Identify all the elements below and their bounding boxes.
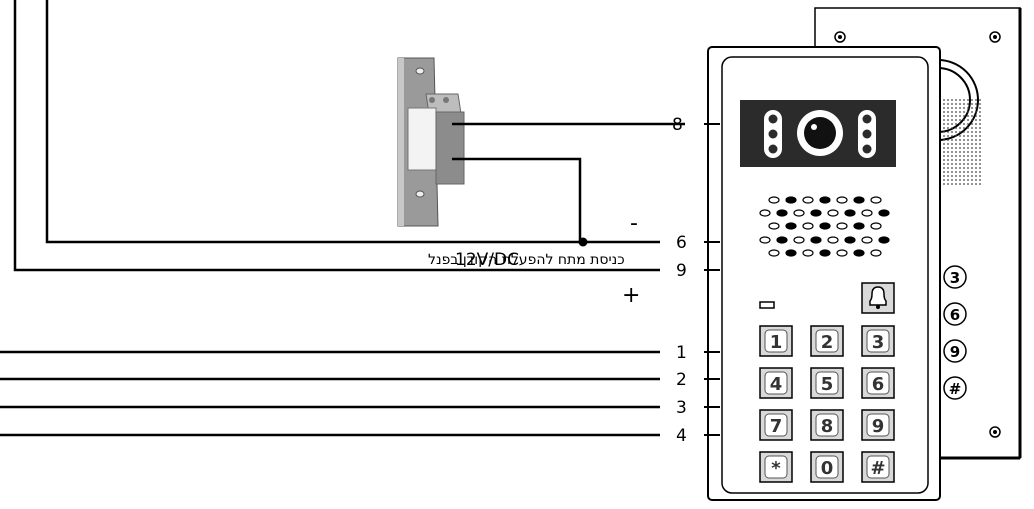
circled-key-label: 6 [950, 306, 960, 324]
keypad-key-label: # [870, 458, 885, 479]
terminal-label-6: 6 [676, 233, 687, 253]
bell-icon [869, 286, 887, 309]
circled-key-label: 9 [950, 343, 960, 361]
keypad-key-label: 9 [872, 416, 885, 437]
keypad-key: 1 [759, 325, 793, 357]
keypad-key-label: * [771, 458, 781, 479]
terminal-label-1: 1 [676, 343, 687, 363]
back-panel-screw-icon [834, 31, 1001, 438]
keypad-key: 0 [810, 451, 844, 483]
keypad-key-label: 1 [770, 332, 783, 353]
camera-lens-icon [797, 110, 843, 156]
bell-button [861, 282, 895, 314]
keypad-key: # [861, 451, 895, 483]
keypad-key-label: 7 [770, 416, 783, 437]
keypad-key-label: 8 [821, 416, 834, 437]
circled-key-label: # [949, 380, 962, 398]
wires [0, 0, 685, 437]
wire-junction-dot [578, 237, 588, 247]
back-panel-circled-keys: 3 6 9 # [943, 265, 967, 400]
keypad-key-label: 3 [872, 332, 885, 353]
microphone-holes-icon [759, 196, 890, 257]
keypad-key-label: 5 [821, 374, 834, 395]
wire-strike-to-6 [452, 157, 582, 242]
keypad-key: 2 [810, 325, 844, 357]
keypad-key-label: 6 [872, 374, 885, 395]
speaker-grille-icon [939, 99, 981, 185]
terminal-label-9: 9 [676, 261, 687, 281]
terminal-leaders [704, 123, 720, 436]
hebrew-power-note: כניסת מתח להפעלת הקודן בפנל [428, 252, 625, 268]
keypad-key: 3 [861, 325, 895, 357]
keypad-key: * [759, 451, 793, 483]
camera-module [740, 100, 896, 167]
speaker-arc-icon [937, 59, 979, 141]
keypad-key-label: 4 [770, 374, 783, 395]
keypad-key: 9 [861, 409, 895, 441]
voltage-label: 12V/DC [455, 250, 519, 270]
circled-key-label: 3 [950, 269, 960, 287]
keypad-key-label: 0 [821, 458, 834, 479]
ir-led-icon [764, 110, 876, 158]
wire-6 [45, 0, 660, 244]
front-panel: 1 2 3 4 5 6 7 8 9 * 0 # [707, 46, 941, 501]
keypad-key: 6 [861, 367, 895, 399]
plus-sign: + [622, 283, 640, 308]
terminal-label-2: 2 [676, 370, 687, 390]
terminal-label-3: 3 [676, 398, 687, 418]
keypad-key-label: 2 [821, 332, 834, 353]
wire-9 [13, 0, 660, 272]
terminal-label-4: 4 [676, 426, 687, 446]
keypad-key: 8 [810, 409, 844, 441]
minus-sign: - [630, 211, 638, 236]
keypad-key: 5 [810, 367, 844, 399]
keypad-key: 4 [759, 367, 793, 399]
status-led-icon [759, 301, 775, 309]
terminal-label-8: 8 [672, 115, 683, 135]
keypad: 1 2 3 4 5 6 7 8 9 * 0 # [759, 325, 895, 483]
keypad-key: 7 [759, 409, 793, 441]
door-strike [397, 57, 465, 227]
